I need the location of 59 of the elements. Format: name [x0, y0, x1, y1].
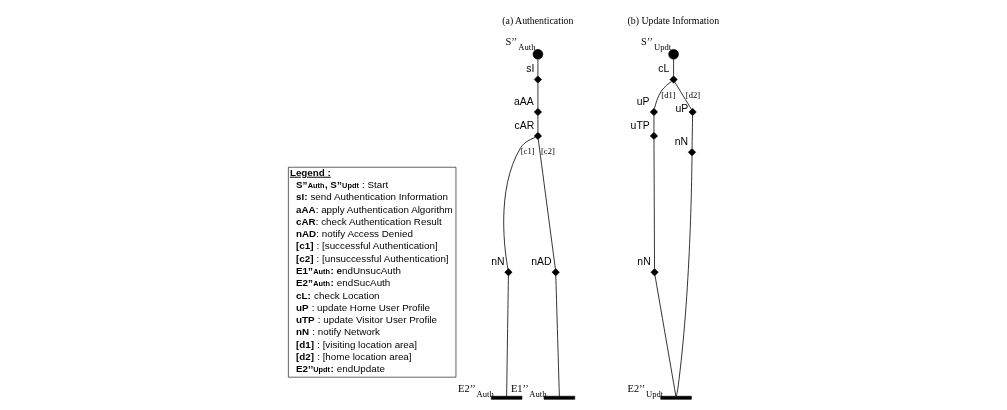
connector: [653, 139, 655, 269]
label: [c2] : [unsuccessful Authentication]: [295, 252, 449, 264]
edge-label: [d1]: [660, 90, 676, 100]
label: cAR: check Authentication Result: [295, 215, 442, 227]
node-cross: [669, 75, 678, 84]
node-cross: [503, 268, 512, 277]
label: sI: send Authentication Information: [295, 191, 448, 203]
node-label: nN: [674, 136, 688, 148]
label: cL: check Location: [295, 289, 380, 301]
node-cross: [533, 75, 542, 84]
connector: [502, 136, 536, 270]
node-cross: [650, 268, 659, 277]
label: aAA: apply Authentication Algorithm: [295, 203, 453, 215]
connector: [653, 81, 672, 109]
label: (b) Update Information: [627, 15, 719, 27]
node-bar: [490, 395, 522, 400]
connector: [675, 155, 692, 397]
edge-label: [c1]: [520, 146, 535, 157]
label: Legend :: [289, 166, 331, 178]
connector: [505, 275, 509, 397]
label: [c1] : [successful Authentication]: [295, 240, 438, 252]
node-cross: [687, 148, 696, 157]
node-label: nAD: [530, 256, 551, 268]
label: (a) Authentication: [501, 15, 573, 27]
label: uTP : update Visitor User Profile: [295, 314, 437, 326]
label: [d1] : [visiting location area]: [295, 338, 417, 350]
node-label: uP: [636, 96, 650, 107]
node-cross: [533, 131, 542, 140]
connector: [654, 275, 676, 397]
label: [d2] : [home location area]: [295, 350, 412, 362]
connector: [537, 82, 538, 109]
node-cross: [688, 108, 697, 116]
label: uP : update Home User Profile: [295, 301, 430, 313]
node-circle: [532, 49, 543, 60]
node-cross: [649, 131, 658, 140]
node-label: nN: [636, 256, 651, 268]
connector: [537, 58, 538, 77]
edge-label: [d2]: [685, 90, 700, 100]
node-label: cL: [657, 63, 669, 75]
node-label: uP: [674, 103, 688, 115]
node-cross: [649, 108, 658, 116]
node-label: aAA: [513, 96, 534, 107]
connector: [672, 58, 674, 77]
connector: [653, 115, 654, 133]
connector: [691, 115, 693, 149]
connector: [673, 81, 692, 110]
node-label: cAR: [514, 119, 534, 131]
node-cross: [533, 108, 542, 116]
connector: [537, 115, 538, 133]
label: nN : notify Network: [295, 326, 380, 338]
connector: [554, 275, 560, 397]
node-cross: [551, 268, 560, 277]
edge-label: [c2]: [540, 146, 555, 157]
connector: [537, 138, 556, 270]
node-label: uTP: [630, 119, 650, 131]
node-label: nN: [490, 256, 505, 268]
node-bar: [543, 395, 575, 400]
node-label: sI: [525, 63, 534, 75]
label: nAD: notify Access Denied: [295, 228, 413, 240]
